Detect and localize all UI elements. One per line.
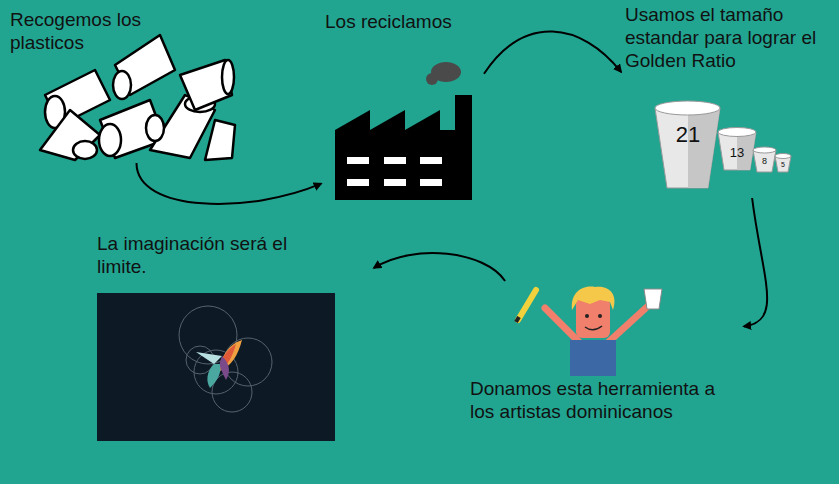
flow-arrow bbox=[137, 163, 322, 204]
cup-number: 5 bbox=[781, 161, 785, 168]
artwork-panel bbox=[97, 293, 335, 441]
step-label: Donamos esta herramienta a los artistas … bbox=[470, 377, 740, 423]
flow-arrow bbox=[484, 31, 621, 73]
cup-set bbox=[655, 101, 791, 188]
picture-space bbox=[325, 33, 480, 203]
picture-space bbox=[97, 278, 370, 443]
cup-number: 8 bbox=[762, 156, 767, 166]
flow-arrow bbox=[374, 253, 505, 281]
step-label: Los reciclamos bbox=[325, 10, 480, 33]
step-label: Recogemos los plasticos bbox=[10, 8, 170, 54]
flow-arrow bbox=[744, 198, 767, 326]
plastic-pile bbox=[40, 35, 235, 160]
picture-space bbox=[470, 285, 740, 377]
factory-icon bbox=[335, 62, 472, 200]
cup-number: 21 bbox=[676, 122, 700, 148]
artist-figure bbox=[516, 287, 662, 376]
step-label: La imaginación será el limite. bbox=[97, 232, 327, 278]
cup-number: 13 bbox=[730, 145, 744, 160]
step-node: Los reciclamos bbox=[325, 10, 480, 203]
step-node: Donamos esta herramienta a los artistas … bbox=[470, 285, 740, 423]
step-node: Recogemos los plasticos bbox=[10, 8, 240, 159]
step-node: Usamos el tamaño estandar para lograr el… bbox=[625, 3, 830, 194]
picture-space bbox=[10, 54, 240, 159]
step-label: Usamos el tamaño estandar para lograr el… bbox=[625, 3, 830, 72]
picture-space bbox=[625, 72, 830, 194]
step-node: La imaginación será el limite. bbox=[97, 232, 370, 443]
